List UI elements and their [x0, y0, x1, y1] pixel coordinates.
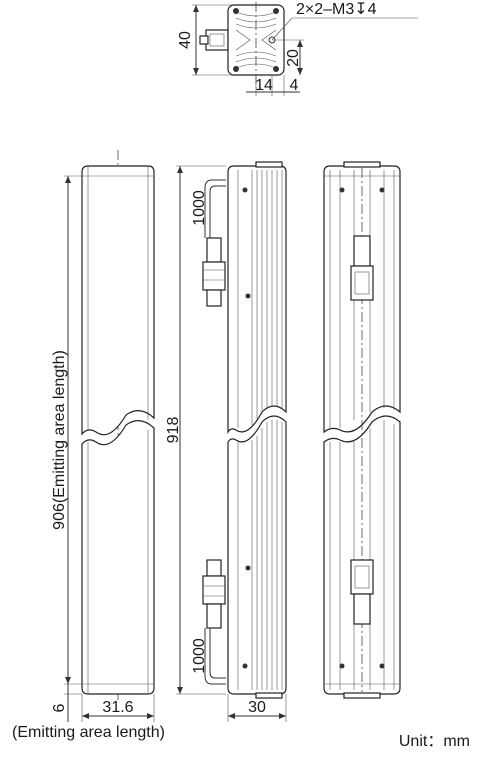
- offset-label: 20: [285, 49, 302, 67]
- screw-icon: [339, 187, 345, 193]
- thread-label: 2×2–M3↧4: [296, 1, 377, 18]
- screw-icon: [242, 663, 248, 669]
- top-view: 40 2×2–M3↧4 20 14 4: [177, 1, 418, 96]
- screw-icon: [245, 565, 251, 571]
- margin-label: 6: [51, 703, 68, 712]
- screw-icon: [339, 663, 345, 669]
- screw-icon: [379, 187, 385, 193]
- mount-hole-icon: [233, 8, 239, 14]
- cable-bottom-label: 1000: [191, 638, 208, 674]
- unit-label: Unit：mm: [399, 733, 470, 750]
- mount-hole-icon: [273, 66, 279, 72]
- width-label-b: 4: [290, 77, 299, 94]
- total-length-label: 918: [165, 417, 182, 444]
- side-view: 918 1000 1000: [165, 161, 287, 722]
- top-height-label: 40: [177, 31, 194, 49]
- side-width-label: 30: [248, 699, 266, 716]
- screw-icon: [242, 187, 248, 193]
- mount-hole-icon: [273, 8, 279, 14]
- emitting-length-label: 906(Emitting area length): [51, 350, 68, 530]
- mount-hole-icon: [233, 66, 239, 72]
- light-bar-front-body: [81, 165, 155, 436]
- back-view: [323, 161, 401, 699]
- screw-icon: [379, 663, 385, 669]
- front-view: 906(Emitting area length) 6 31.6 (Emitti…: [12, 150, 165, 741]
- width-label-a: 14: [255, 77, 273, 94]
- bottom-caption: (Emitting area length): [12, 724, 165, 741]
- screw-icon: [245, 293, 251, 299]
- cable-top-label: 1000: [191, 190, 208, 226]
- front-width-label: 31.6: [102, 699, 133, 716]
